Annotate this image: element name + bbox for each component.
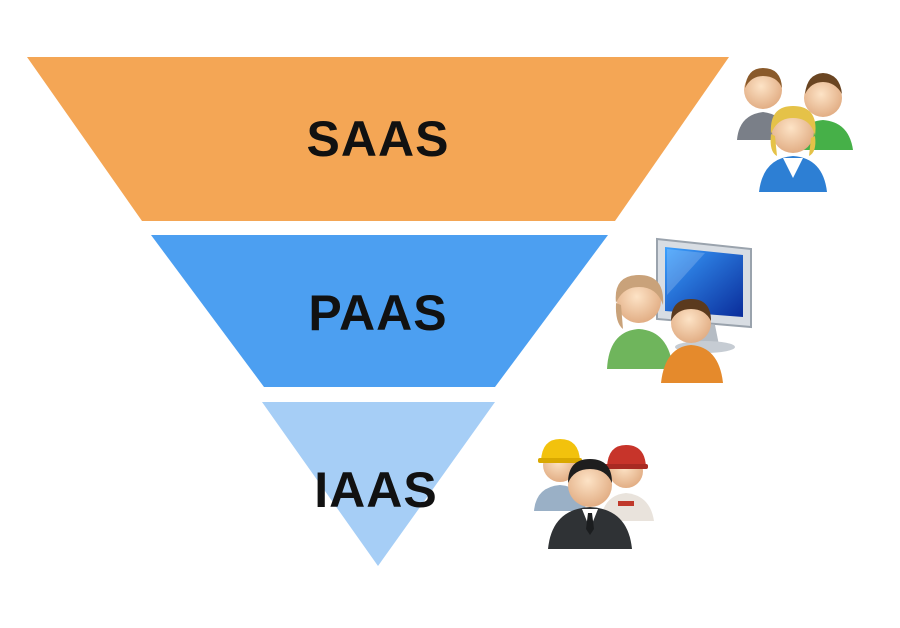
paas-band (151, 235, 608, 387)
layer-iaas: IAAS (262, 402, 495, 566)
developers-computer-icon (607, 237, 752, 383)
layer-saas: SAAS (27, 57, 729, 221)
users-group-icon (737, 68, 853, 192)
iaas-label: IAAS (314, 462, 437, 518)
saas-label: SAAS (307, 111, 450, 167)
layer-paas: PAAS (151, 235, 608, 387)
paas-label: PAAS (308, 285, 447, 341)
saas-band (27, 57, 729, 221)
workers-group-icon (534, 439, 654, 549)
iaas-band (262, 402, 495, 566)
